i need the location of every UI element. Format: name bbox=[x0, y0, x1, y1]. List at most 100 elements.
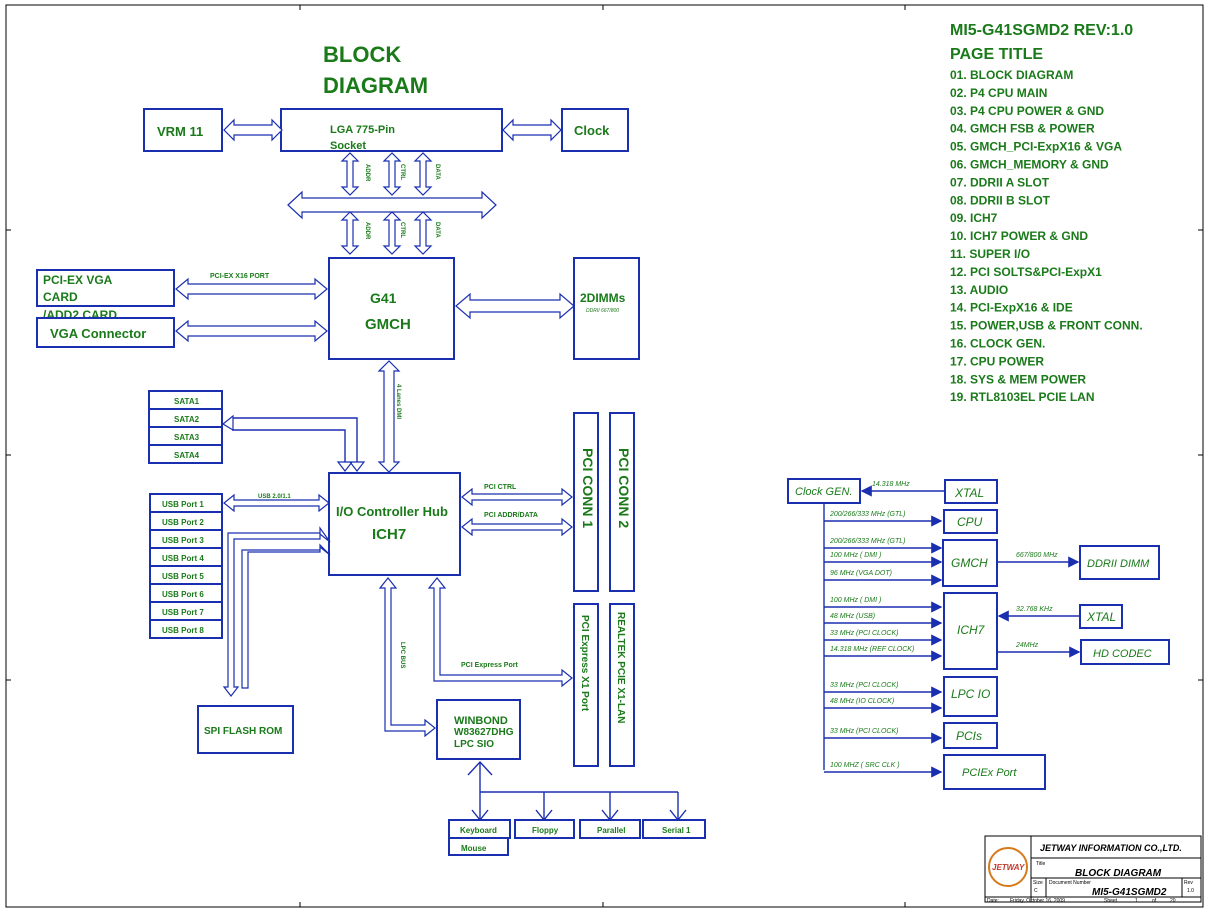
toc-item: 12. PCI SOLTS&PCI-ExpX1 bbox=[950, 265, 1102, 279]
clock-line-label: 33 MHz (PCI CLOCK) bbox=[830, 630, 898, 637]
parallel-block bbox=[579, 819, 641, 839]
pciex-vga-card-block bbox=[36, 269, 175, 307]
usb-bus-label: USB 2.0/1.1 bbox=[258, 494, 291, 500]
fsb-ctrl-label: CTRL bbox=[399, 164, 405, 180]
realtek-lan-label: REALTEK PCIE X1-LAN bbox=[615, 612, 626, 724]
sheet-of: of bbox=[1152, 898, 1157, 904]
toc-item: 07. DDRII A SLOT bbox=[950, 175, 1050, 189]
clock-line-label: 33 MHz (PCI CLOCK) bbox=[830, 682, 898, 689]
mouse-block bbox=[448, 837, 509, 856]
dimm-sublabel: DDRII 667/800 bbox=[586, 308, 619, 314]
sheet-total: 20 bbox=[1170, 898, 1176, 904]
toc-item: 03. P4 CPU POWER & GND bbox=[950, 104, 1104, 118]
toc-item: 10. ICH7 POWER & GND bbox=[950, 229, 1088, 243]
rev-value: 1.0 bbox=[1187, 888, 1194, 894]
toc-item: 14. PCI-ExpX16 & IDE bbox=[950, 301, 1073, 315]
title-field-label: Title bbox=[1036, 861, 1045, 867]
clk-gmch-block bbox=[942, 539, 998, 587]
ich7-label-2: ICH7 bbox=[372, 526, 406, 543]
toc-item: 09. ICH7 bbox=[950, 211, 998, 225]
clock-line-label: 200/266/333 MHz (GTL) bbox=[829, 538, 905, 545]
cpu-label-1: LGA 775-Pin bbox=[330, 124, 395, 136]
jetway-logo bbox=[988, 847, 1028, 887]
clock-line-label: 96 MHz (VGA DOT) bbox=[830, 570, 892, 577]
doc-number: MI5-G41SGMD2 bbox=[1092, 887, 1167, 898]
pci-express-port-label: PCI Express Port bbox=[461, 662, 518, 669]
floppy-block bbox=[514, 819, 575, 839]
toc-item: 13. AUDIO bbox=[950, 283, 1008, 297]
serial-label: Serial 1 bbox=[662, 826, 691, 835]
fsb-lower: ADDR CTRL DATA bbox=[340, 211, 440, 255]
pciex-vga-label-2: CARD bbox=[43, 290, 78, 304]
fsb-upper: ADDR CTRL DATA bbox=[340, 152, 440, 196]
cpu-label-2: Socket bbox=[330, 140, 366, 152]
clock-line-label: 200/266/333 MHz (GTL) bbox=[829, 511, 905, 518]
logo-text: JETWAY bbox=[992, 863, 1025, 872]
title-value: BLOCK DIAGRAM bbox=[1075, 868, 1162, 879]
gmch-block bbox=[328, 257, 455, 360]
pciex16-port-label: PCI-EX X16 PORT bbox=[210, 273, 270, 280]
toc-item: 08. DDRII B SLOT bbox=[950, 193, 1051, 207]
toc-item: 16. CLOCK GEN. bbox=[950, 337, 1045, 351]
page-frame bbox=[5, 4, 1204, 908]
clock-line-label: 100 MHz ( DMI ) bbox=[830, 597, 881, 604]
clk-pcis-label: PCIs bbox=[956, 729, 982, 743]
realtek-lan bbox=[609, 603, 635, 767]
fsb-data-label-2: DATA bbox=[434, 222, 440, 238]
lpc-bus-label: LPC BUS bbox=[399, 642, 405, 668]
spi-flash-label: SPI FLASH ROM bbox=[204, 726, 282, 737]
toc-item: 11. SUPER I/O bbox=[950, 247, 1030, 261]
pciex-vga-label-1: PCI-EX VGA bbox=[43, 273, 113, 287]
usb-label: USB Port 6 bbox=[162, 590, 204, 599]
fsb-ctrl-label-2: CTRL bbox=[399, 222, 405, 238]
vrm-label: VRM 11 bbox=[157, 124, 203, 139]
xtal2-label: XTAL bbox=[1086, 610, 1116, 624]
usb-label: USB Port 8 bbox=[162, 626, 204, 635]
xtal1-label: XTAL bbox=[954, 486, 984, 500]
serial-block bbox=[642, 819, 706, 839]
fsb-data-label: DATA bbox=[434, 164, 440, 180]
clock-tree: Clock GEN. XTAL 14.318 MHz CPU GMCH ICH7… bbox=[787, 478, 1170, 790]
pci-addr-label: PCI ADDR/DATA bbox=[484, 512, 538, 519]
usb-label: USB Port 7 bbox=[162, 608, 204, 617]
clk-ich-label: ICH7 bbox=[957, 623, 986, 637]
clk-pcis-block bbox=[943, 722, 998, 749]
clk-gmch-label: GMCH bbox=[951, 556, 988, 570]
clk-pciex-label: PCIEx Port bbox=[962, 767, 1017, 779]
clock-line-label: 33 MHz (PCI CLOCK) bbox=[830, 728, 898, 735]
date-value: Friday, October 16, 2009 bbox=[1010, 898, 1065, 904]
toc-item: 05. GMCH_PCI-ExpX16 & VGA bbox=[950, 140, 1122, 154]
toc-item: 15. POWER,USB & FRONT CONN. bbox=[950, 319, 1143, 333]
page-title-list: MI5-G41SGMD2 REV:1.0 PAGE TITLE 01. BLOC… bbox=[950, 22, 1143, 404]
mouse-label: Mouse bbox=[461, 844, 487, 853]
gmch-label-2: GMCH bbox=[365, 316, 411, 333]
sata-port bbox=[148, 444, 223, 464]
ich7-label-1: I/O Controller Hub bbox=[336, 504, 448, 519]
clock-line-label: 100 MHZ ( SRC CLK ) bbox=[830, 762, 900, 769]
toc-item: 01. BLOCK DIAGRAM bbox=[950, 68, 1073, 82]
parallel-label: Parallel bbox=[597, 826, 625, 835]
toc-item: 19. RTL8103EL PCIE LAN bbox=[950, 390, 1095, 404]
toc-item: 18. SYS & MEM POWER bbox=[950, 372, 1086, 386]
docnum-label: Document Number bbox=[1049, 880, 1091, 886]
ddr-freq: 667/800 MHz bbox=[1016, 552, 1058, 559]
toc-item: 06. GMCH_MEMORY & GND bbox=[950, 158, 1109, 172]
dmi-label: 4 Lanes DMI bbox=[395, 384, 401, 419]
pci-conn-2-label: PCI CONN 2 bbox=[616, 448, 632, 528]
title-block: JETWAY JETWAY INFORMATION CO.,LTD. Title… bbox=[984, 835, 1202, 904]
sio-label-3: LPC SIO bbox=[454, 739, 494, 750]
xtal1-freq: 14.318 MHz bbox=[872, 481, 910, 488]
pcie-x1-port bbox=[573, 603, 599, 767]
sata-label: SATA2 bbox=[174, 415, 200, 424]
clock-line-label: 48 MHz (USB) bbox=[830, 613, 875, 620]
clk-pciex-block bbox=[943, 754, 1046, 790]
clk-ich-block bbox=[943, 592, 998, 670]
fsb-bus bbox=[287, 190, 497, 220]
vga-connector-block bbox=[36, 317, 175, 348]
clock-line-label: 14.318 MHz (REF CLOCK) bbox=[830, 646, 914, 653]
company-name: JETWAY INFORMATION CO.,LTD. bbox=[1040, 843, 1182, 853]
usb-label: USB Port 2 bbox=[162, 518, 204, 527]
usb-label: USB Port 4 bbox=[162, 554, 204, 563]
